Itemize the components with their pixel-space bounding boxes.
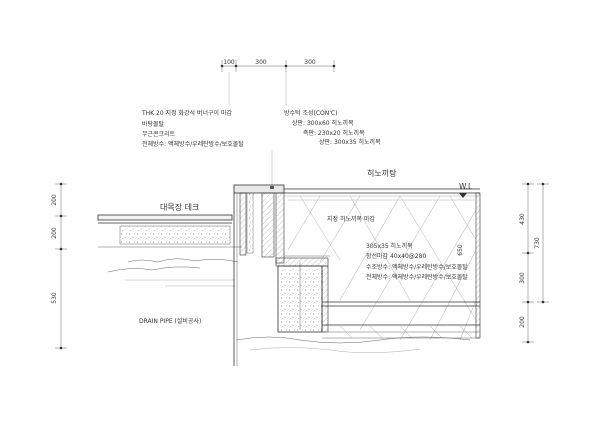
left-note-3: 무근콘크리트 xyxy=(142,130,176,138)
left-dimension-line: 200 200 530 xyxy=(51,182,67,350)
foundation xyxy=(235,336,471,353)
right-note-4: 상판: 300x35 히노끼목 xyxy=(319,138,381,146)
right-dimension-line: 430 300 200 730 xyxy=(519,182,549,344)
top-dimension-line: 100 300 300 xyxy=(220,59,336,72)
depth-dim: 650 xyxy=(457,244,464,256)
right-dim-1: 430 xyxy=(519,213,526,225)
left-dim-3: 530 xyxy=(51,292,58,304)
water-level-marker xyxy=(459,193,467,198)
tub-bottom xyxy=(275,257,480,339)
lower-note-2: 장선마감 40x40@280 xyxy=(366,252,426,260)
top-dim-2: 300 xyxy=(255,59,267,66)
deck-structure xyxy=(97,214,242,287)
top-dim-3: 300 xyxy=(304,59,316,66)
water-level-label: W.L xyxy=(459,182,473,191)
right-dim-total: 730 xyxy=(534,237,541,249)
lower-note-3: 수조방수: 액체방수/우레탄방수/보호몰탈 xyxy=(366,263,468,271)
left-dim-2: 200 xyxy=(51,227,58,239)
right-dim-2: 300 xyxy=(519,272,526,284)
lower-note-4: 전체방수: 액체방수/우레탄방수/보호몰탈 xyxy=(366,273,468,281)
lower-notes: 305x35 히노끼목 장선마감 40x40@280 수조방수: 액체방수/우레… xyxy=(366,242,468,281)
right-dim-3: 200 xyxy=(519,316,526,328)
tub-top xyxy=(284,188,481,339)
left-notes: THK 20 지정 화강석 버너구이 마감 바탕몰탈 무근콘크리트 전체방수: … xyxy=(141,109,244,148)
left-note-2: 바탕몰탈 xyxy=(142,120,165,128)
drain-pipe-label: DRAIN PIPE (설비공사) xyxy=(139,317,201,325)
left-note-4: 전체방수: 액체방수/우레탄방수/보호몰탈 xyxy=(142,140,244,148)
deck-label: 대목장 데크 xyxy=(160,202,199,212)
right-note-2: 상판: 300x60 히노끼목 xyxy=(292,119,354,127)
note-leaders xyxy=(228,72,287,188)
central-wall xyxy=(233,184,285,366)
upper-finish-label: 지정 히노끼목 마감 xyxy=(327,215,375,223)
right-notes: 방수턱 조성(CON'C) 상판: 300x60 히노끼목 측판: 230x20… xyxy=(284,109,381,146)
lower-note-1: 305x35 히노끼목 xyxy=(366,242,413,250)
right-note-3: 측판: 230x20 히노끼목 xyxy=(303,129,365,137)
top-dim-1: 100 xyxy=(223,59,235,66)
cypress-edge-label: 히노끼탕 xyxy=(367,168,397,178)
left-note-1: THK 20 지정 화강석 버너구이 마감 xyxy=(141,109,232,117)
left-dim-1: 200 xyxy=(51,194,58,206)
right-note-1: 방수턱 조성(CON'C) xyxy=(284,109,337,117)
